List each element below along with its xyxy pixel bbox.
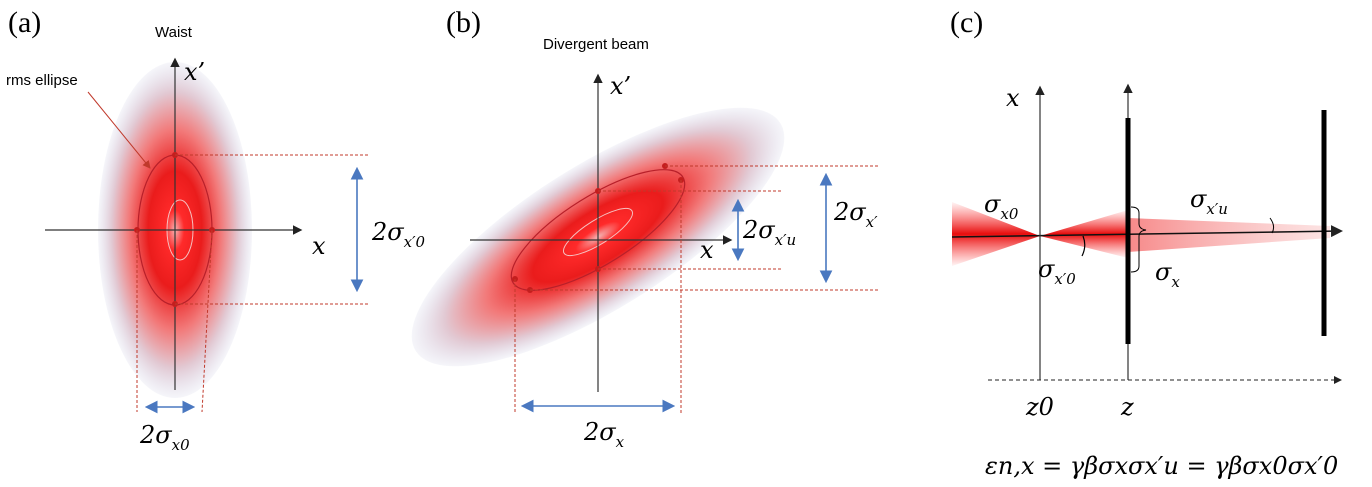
label-2sigma-xprime: 2σx′ — [833, 198, 878, 231]
label-2sigma-xprime0: 2σx′0 — [371, 218, 426, 251]
label-2sigma-x0: 2σx0 — [139, 421, 190, 454]
label-sigma-xprime-u: σx′u — [1190, 185, 1228, 218]
panel-b-label: (b) — [446, 6, 481, 39]
label-z: z — [1120, 393, 1134, 421]
x-axis-label-b: x — [700, 236, 714, 264]
divergence-angle-arc-0 — [1081, 235, 1086, 257]
panel-a: (a) Waist rms ellipse x x’ 2σx′0 2σx0 — [6, 6, 426, 454]
panel-b-title: Divergent beam — [543, 36, 649, 53]
label-sigma-xprime0: σx′0 — [1038, 255, 1076, 288]
beam-drift-section — [1128, 218, 1330, 252]
dashed-right-a — [201, 229, 213, 413]
rms-ellipse-annotation: rms ellipse — [6, 72, 78, 89]
panel-a-title: Waist — [155, 24, 193, 41]
beam-axis — [951, 225, 1343, 238]
rms-ellipse-pointer — [87, 91, 151, 169]
panel-c: (c) x σx0 σx′0 σx σx′u z0 z εn,x = γβσxσ… — [950, 6, 1343, 480]
panel-c-label: (c) — [950, 6, 983, 39]
x-axis-label-a: x — [312, 232, 326, 260]
label-sigma-x: σx — [1155, 258, 1180, 291]
beam-size-brace — [1130, 206, 1147, 273]
label-2sigma-x: 2σx — [583, 418, 625, 451]
xprime-axis-label-b: x’ — [610, 72, 631, 100]
xprime-axis-label-a: x’ — [184, 58, 205, 86]
divergence-angle-arc-u — [1269, 217, 1275, 234]
beam-converging-section — [952, 202, 1040, 266]
label-z0: z0 — [1025, 393, 1054, 421]
x-axis-label-c: x — [1006, 84, 1020, 112]
inner-contour-divergent — [562, 207, 634, 257]
panel-b: (b) Divergent beam x x’ 2σx′u 2σx′ 2σx — [411, 6, 878, 451]
emittance-equation: εn,x = γβσxσx′u = γβσx0σx′0 — [985, 452, 1338, 480]
label-2sigma-xprime-u: 2σx′u — [742, 216, 796, 249]
label-sigma-x0: σx0 — [984, 190, 1019, 223]
rms-ellipse-divergent — [510, 169, 686, 291]
panel-a-label: (a) — [8, 6, 41, 39]
beam-diverging-section — [1040, 210, 1128, 258]
